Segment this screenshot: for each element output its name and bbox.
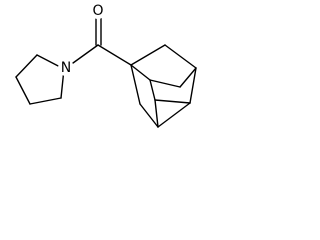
adamantane-bond-c6-c4 [157,102,191,128]
pyrrolidine-ring [15,54,65,105]
adamantane-bond-c1-c5 [130,64,141,105]
adamantane-bond-c3-c4 [189,67,197,104]
adamantane-bond-c1-c7 [130,64,151,81]
adamantane-bond-c8-c9 [154,99,159,128]
nitrogen-atom: N [58,60,74,76]
structure-drawing: O N [15,3,197,128]
adamantane-cage [130,44,197,128]
pyrrolidine-bond-c4-c5 [15,54,38,78]
nitrogen-label: N [61,60,71,76]
adamantane-bond-c7-c8 [149,79,156,101]
oxygen-label: O [92,3,103,19]
molecule-canvas: O N [0,0,208,132]
adamantane-bond-c8-c4 [154,99,191,104]
adamantane-bond-c1-c2 [130,44,166,66]
carbonyl-to-adamantane-bond [97,44,132,66]
adamantane-bond-c10-c3 [179,67,197,88]
pyrrolidine-bond-c3-c4 [15,76,31,105]
adamantane-bond-c2-c3 [164,44,197,69]
oxygen-atom: O [90,3,106,19]
carbonyl-to-nitrogen-bond [72,44,99,64]
adamantane-bond-c7-c10 [149,79,181,88]
pyrrolidine-bond-c2-c3 [29,97,62,105]
carbonyl-group [72,17,132,66]
adamantane-bond-c5-c6 [139,103,159,128]
